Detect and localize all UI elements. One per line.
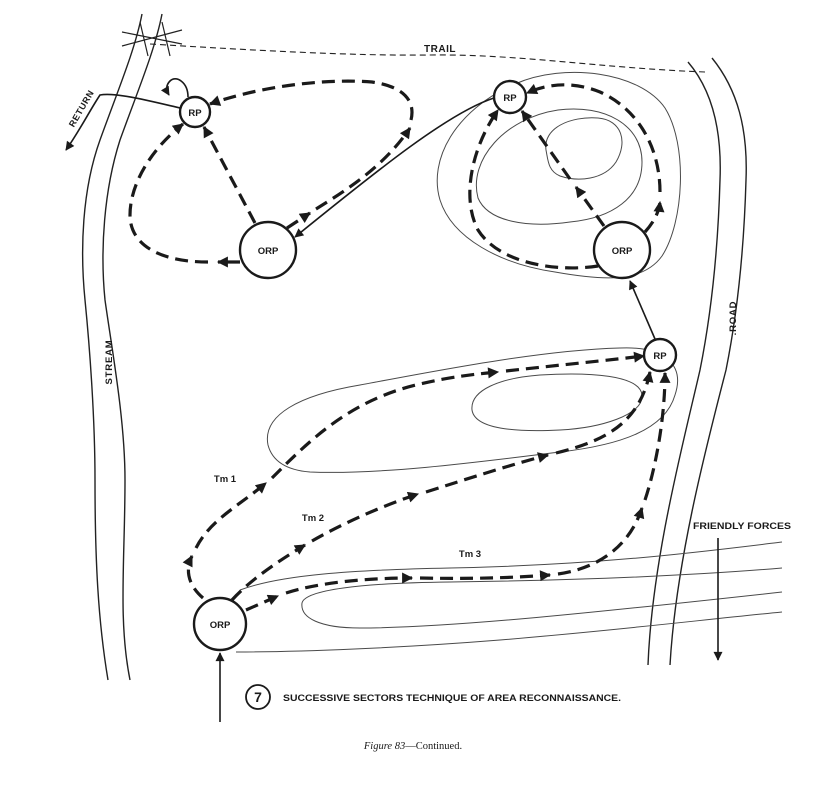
- hill-central-inner-contour: [471, 373, 643, 432]
- orp2-east-route-segment: [525, 83, 662, 193]
- caption-title: SUCCESSIVE SECTORS TECHNIQUE OF AREA REC…: [283, 693, 621, 704]
- stream-right-bank: [102, 13, 163, 681]
- rp1-hook-arrow: [160, 78, 189, 98]
- trail-line: [149, 43, 706, 73]
- orp-3-label: ORP: [210, 620, 231, 631]
- orp2-team-routes: [468, 83, 665, 270]
- orp2-center-route-segment: [520, 110, 572, 180]
- team-3-label: Tm 3: [459, 549, 481, 560]
- rp2-to-orp1-line: [294, 97, 495, 238]
- rp-2-label: RP: [503, 93, 517, 104]
- orp1-east-route-segment: [208, 79, 414, 121]
- orp2-west-route-segment: [468, 109, 599, 270]
- hill-north-inner-contour: [545, 117, 623, 180]
- orp-1-label: ORP: [258, 246, 279, 257]
- tm3-route-segment: [557, 506, 645, 576]
- orp-1: ORP: [238, 220, 298, 280]
- tm1-route-segment: [270, 367, 500, 480]
- stream-label: STREAM: [104, 340, 115, 385]
- rp3-to-orp2-line: [629, 280, 656, 340]
- caption-number: 7: [254, 689, 262, 705]
- rp-2-circle: [492, 79, 528, 115]
- orp1-team-routes: [128, 79, 414, 268]
- return-arrow: [65, 93, 181, 151]
- orp-3: ORP: [192, 596, 248, 652]
- caption-number-circle: [245, 684, 271, 710]
- figure-caption-suffix: —Continued.: [404, 741, 462, 752]
- rp-1-label: RP: [188, 108, 202, 119]
- figure-caption-label: Figure 83: [363, 741, 405, 752]
- stream-left-bank: [81, 13, 143, 681]
- tm2-route-segment: [311, 491, 420, 543]
- terrain-contours: [235, 71, 783, 653]
- orp-2: ORP: [592, 220, 652, 280]
- tm2-route-segment: [555, 370, 654, 455]
- rp-3-circle: [642, 337, 678, 373]
- ridge-south-inner-contour: [301, 567, 783, 629]
- tm3-route-segment: [245, 594, 280, 612]
- road-right-edge: [669, 57, 747, 666]
- rp-2: RP: [492, 79, 528, 115]
- team-2-label: Tm 2: [302, 513, 324, 524]
- stream: [81, 13, 183, 681]
- hill-central-outer-contour: [266, 347, 679, 473]
- tm2-route-segment: [425, 452, 550, 494]
- orp1-east-route-segment: [315, 127, 412, 211]
- trail-label: TRAIL: [424, 44, 456, 55]
- tm1-route-segment: [182, 555, 205, 600]
- orp1-east-route-segment: [286, 211, 311, 230]
- tm3-route-segment: [643, 371, 671, 501]
- road-left-edge: [647, 61, 721, 666]
- orp-2-circle: [592, 220, 652, 280]
- orp-2-label: ORP: [612, 246, 633, 257]
- rally-points: RP RP RP ORP ORP ORP: [178, 79, 678, 652]
- orp1-west-route-segment: [128, 122, 209, 264]
- hill-north-middle-contour: [476, 108, 643, 225]
- patrol-movement-lines: [65, 78, 656, 722]
- rp-3-label: RP: [653, 351, 667, 362]
- tm3-route-segment: [285, 572, 414, 595]
- trail-crossing-hatch: [121, 21, 183, 57]
- ridge-south-lower-contour: [235, 611, 783, 653]
- road-label: .ROAD: [728, 301, 739, 336]
- road: [647, 57, 747, 666]
- tm1-route-segment: [194, 481, 268, 549]
- figure-caption: Figure 83—Continued.: [363, 741, 462, 752]
- orp-3-circle: [192, 596, 248, 652]
- subfigure-caption: 7 SUCCESSIVE SECTORS TECHNIQUE OF AREA R…: [245, 684, 621, 710]
- tm3-route-segment: [419, 570, 552, 582]
- rp-3: RP: [642, 337, 678, 373]
- rp-1: RP: [178, 95, 212, 129]
- rp-1-circle: [178, 95, 212, 129]
- orp3-team-routes: [182, 351, 671, 612]
- friendly-forces-label: FRIENDLY FORCES: [693, 521, 791, 532]
- orp2-east-route-segment: [643, 200, 665, 234]
- orp1-center-route-segment: [202, 126, 257, 224]
- orp-1-circle: [238, 220, 298, 280]
- tm2-route-segment: [230, 543, 306, 602]
- tm1-route-segment: [505, 351, 646, 373]
- ridge-south-upper-contour: [239, 541, 783, 591]
- team-1-label: Tm 1: [214, 474, 237, 485]
- orp2-center-route-segment: [574, 186, 606, 227]
